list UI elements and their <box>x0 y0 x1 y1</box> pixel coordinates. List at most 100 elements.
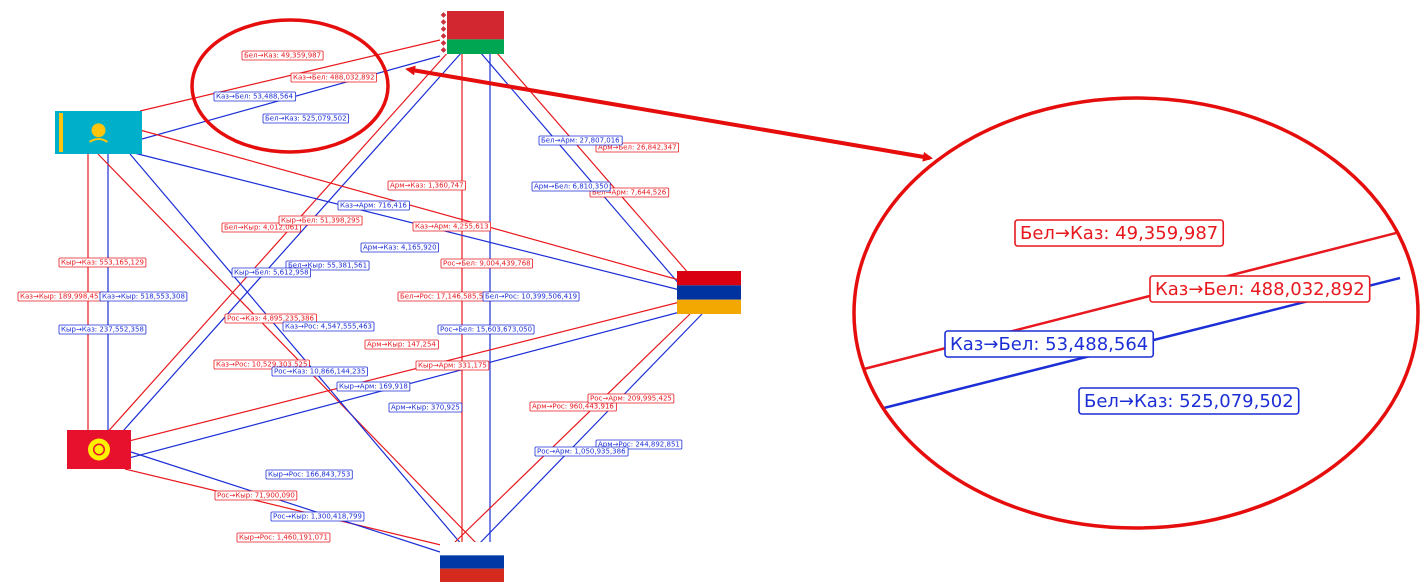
edge-label-am-ru-blue2-text: Рос→Арм: 1,050,935,386 <box>537 448 626 456</box>
edge-label-by-kg-red-text: Бел→Кыр: 4,012,061 <box>224 224 299 232</box>
zoom-label-2-box <box>1149 275 1371 303</box>
edge-label-kg-ru-blue2-text: Рос→Кыр: 1,300,418,799 <box>273 513 362 521</box>
edge-label-by-ru-red2: Бел→Рос: 17,146,585,507 <box>397 291 495 302</box>
edge-label-by-kg-blue2-text: Кыр→Бел: 5,612,958 <box>234 269 309 277</box>
armenia-flag-orange-band <box>677 299 741 314</box>
edge-label-by-kz-red: Бел→Каз: 49,359,987 <box>241 50 324 61</box>
edge-label-by-am-blue2-box <box>531 181 611 192</box>
edge-label-kz-ru-blue2: Рос→Каз: 10,866,144,235 <box>271 366 368 377</box>
edge-label-kz-am-blue-text: Каз→Арм: 716,416 <box>340 202 407 210</box>
edge-label-kg-ru-red-box <box>214 490 298 501</box>
edge-label-by-ru-red-text: Рос→Бел: 9,004,439,768 <box>443 260 531 268</box>
armenia-flag-blue-band <box>677 285 741 300</box>
edge-label-am-ru-red-text: Арм→Рос: 960,443,916 <box>532 403 614 411</box>
edge-label-kz-am-blue: Каз→Арм: 716,416 <box>337 200 410 211</box>
edge-label-by-kg-blue2: Кыр→Бел: 5,612,958 <box>231 267 312 278</box>
armenia-flag-red-band <box>677 271 741 286</box>
edge-label-am-kg-red2-text: Кыр→Арм: 331,175 <box>418 362 487 370</box>
edge-label-by-ru-blue2-text: Рос→Бел: 15,603,673,050 <box>440 326 532 334</box>
edge-label-kz-kg-red-text: Кыр→Каз: 553,165,129 <box>61 259 144 267</box>
edge-by-kg-blue-line <box>114 51 463 441</box>
zoom-ellipse <box>852 96 1420 530</box>
russia-flag-icon <box>440 542 504 582</box>
edge-label-kz-ru-red-text: Рос→Каз: 4,895,235,386 <box>227 315 315 323</box>
belarus-flag-ornament <box>440 26 447 32</box>
edge-label-am-kg-red2-box <box>415 360 490 371</box>
edge-label-am-ru-red-box <box>529 401 617 412</box>
kyrgyzstan-flag-icon <box>67 430 131 469</box>
kazakhstan-flag-sun <box>91 123 106 138</box>
flags-layer <box>55 11 741 582</box>
edge-label-by-kz-red-box <box>241 50 324 61</box>
zoom-label-3-box <box>944 330 1155 358</box>
edge-by-am-red-line <box>489 44 691 276</box>
edge-label-by-kz-blue2-text: Бел→Каз: 525,079,502 <box>265 115 347 123</box>
zoom-label-4-box <box>1078 387 1300 415</box>
edge-label-by-kg-red2-text: Кыр→Бел: 51,398,295 <box>281 217 360 225</box>
edge-label-kz-am-red2-text: Каз→Арм: 4,255,613 <box>415 223 489 231</box>
edge-label-by-kg-blue-text: Бел→Кыр: 55,381,561 <box>288 262 367 270</box>
edge-label-by-kz-red2-box <box>290 72 377 83</box>
edge-label-by-kz-red2-text: Каз→Бел: 488,032,892 <box>293 74 375 82</box>
belarus-flag-ornament-strip <box>440 11 447 54</box>
edge-label-by-kz-blue2: Бел→Каз: 525,079,502 <box>262 113 349 124</box>
edge-label-am-kg-blue-text: Кыр→Арм: 169,918 <box>339 383 408 391</box>
edge-label-kg-ru-red2-text: Кыр→Рос: 1,460,191,071 <box>239 534 328 542</box>
edge-label-am-ru-blue-text: Арм→Рос: 244,892,851 <box>598 441 680 449</box>
edge-label-by-am-blue: Бел→Арм: 27,807,016 <box>538 135 623 146</box>
kazakhstan-flag-icon <box>55 111 142 154</box>
zoom-label-4: Бел→Каз: 525,079,502 <box>1078 387 1300 415</box>
edge-label-kz-kg-blue-text: Каз→Кыр: 518,553,308 <box>102 293 185 301</box>
edge-kg-ru-red-line <box>124 468 471 553</box>
zoom-label-1: Бел→Каз: 49,359,987 <box>1014 219 1225 247</box>
belarus-flag-icon <box>440 11 504 54</box>
zoom-label-3-text: Каз→Бел: 53,488,564 <box>950 334 1148 355</box>
edge-label-kg-ru-blue-text: Кыр→Рос: 166,843,753 <box>268 471 350 479</box>
edge-label-kz-kg-blue: Каз→Кыр: 518,553,308 <box>99 291 188 302</box>
russia-flag-blue-band <box>440 555 504 569</box>
kazakhstan-flag-ornament <box>59 113 63 152</box>
zoom-label-2: Каз→Бел: 488,032,892 <box>1149 275 1371 303</box>
edge-am-ru-blue-line <box>477 313 703 546</box>
edge-label-kg-ru-blue-box <box>265 469 353 480</box>
edge-label-kz-kg-red: Кыр→Каз: 553,165,129 <box>58 257 147 268</box>
edge-label-am-kg-blue2: Арм→Кыр: 370,925 <box>388 402 463 413</box>
edge-label-kz-kg-red2-text: Каз→Кыр: 189,998,457 <box>20 293 103 301</box>
edge-am-ru-red-line <box>451 313 691 546</box>
edge-label-by-am-blue-text: Бел→Арм: 27,807,016 <box>541 137 620 145</box>
edge-label-by-kz-red-text: Бел→Каз: 49,359,987 <box>244 52 321 60</box>
edge-label-by-am-blue2: Арм→Бел: 6,810,350 <box>531 181 611 192</box>
edge-kz-am-red-line <box>139 129 691 284</box>
edge-label-by-kg-red2: Кыр→Бел: 51,398,295 <box>278 215 363 226</box>
edge-label-kz-ru-blue: Каз→Рос: 4,547,555,463 <box>282 321 375 332</box>
edge-label-am-ru-red2-text: Рос→Арм: 209,995,425 <box>590 395 672 403</box>
edge-label-by-kg-blue2-box <box>231 267 312 278</box>
edge-label-kz-ru-blue-box <box>282 321 375 332</box>
zoom-label-2-text: Каз→Бел: 488,032,892 <box>1155 279 1365 300</box>
edges-layer <box>87 39 703 553</box>
belarus-flag-red-band <box>440 11 504 40</box>
edge-kg-ru-blue-line <box>130 451 441 553</box>
zoom-label-1-box <box>1014 219 1225 247</box>
edge-label-kz-kg-blue2-text: Кыр→Каз: 237,552,358 <box>61 326 144 334</box>
edge-label-by-kg-red2-box <box>278 215 363 226</box>
edge-label-am-kg-red-box <box>364 339 439 350</box>
edge-label-am-kg-blue2-box <box>388 402 463 413</box>
russia-flag-white-band <box>440 542 504 556</box>
edge-label-by-ru-blue2-box <box>437 324 535 335</box>
edge-kz-am-blue-line <box>129 151 681 291</box>
edge-label-am-kg-blue-box <box>336 381 411 392</box>
zoom-label-4-text: Бел→Каз: 525,079,502 <box>1084 391 1294 412</box>
edge-label-kz-kg-blue2: Кыр→Каз: 237,552,358 <box>58 324 147 335</box>
edge-label-kz-kg-red2: Каз→Кыр: 189,998,457 <box>17 291 106 302</box>
edge-label-kz-ru-blue2-box <box>271 366 368 377</box>
edge-label-kg-ru-red2: Кыр→Рос: 1,460,191,071 <box>236 532 331 543</box>
edge-label-kg-ru-blue2-box <box>270 511 365 522</box>
zoom-label-1-text: Бел→Каз: 49,359,987 <box>1020 223 1218 244</box>
edge-label-by-kz-red2: Каз→Бел: 488,032,892 <box>290 72 377 83</box>
edge-label-am-ru-red2: Рос→Арм: 209,995,425 <box>587 393 675 404</box>
edge-label-kz-am-red-text: Арм→Каз: 1,360,747 <box>390 182 464 190</box>
edge-label-kz-am-blue-box <box>337 200 410 211</box>
